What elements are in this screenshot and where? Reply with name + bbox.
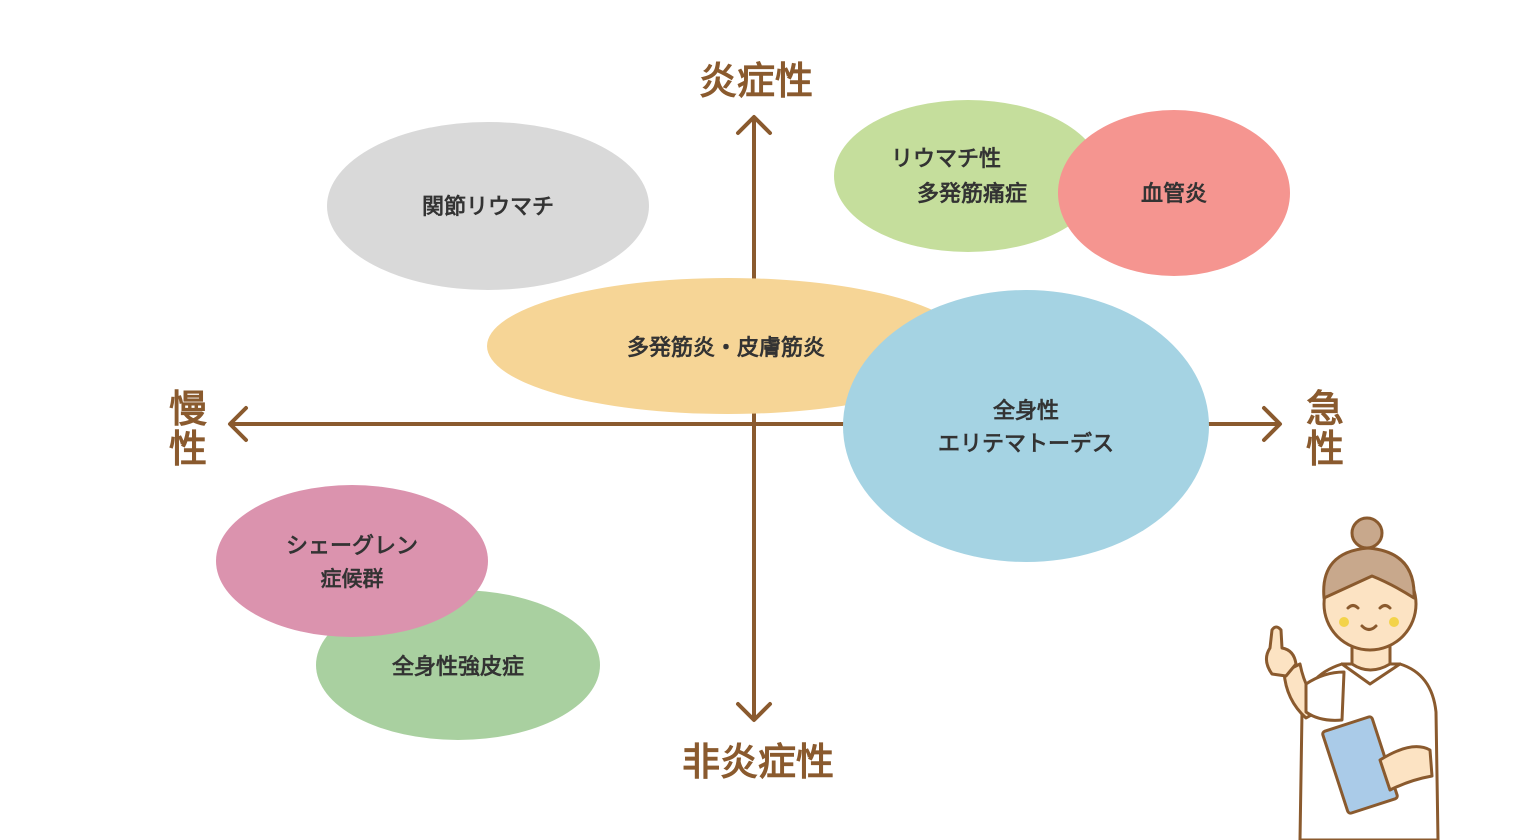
axis-label-non-inflammatory: 非炎症性 <box>682 740 834 784</box>
bubble-sjogren <box>216 485 488 637</box>
label-pmr-line2: 多発筋痛症 <box>917 181 1027 207</box>
arrow-down-icon <box>736 702 772 722</box>
axis-label-inflammatory: 炎症性 <box>699 59 813 103</box>
nurse-illustration <box>1265 516 1440 840</box>
bubble-vasculitis <box>1058 110 1290 276</box>
arrow-right-icon <box>1262 406 1282 442</box>
label-rheumatic-fever: 関節リウマチ <box>422 194 554 220</box>
label-sjogren-line2: 症候群 <box>321 567 384 591</box>
label-sle-line2: エリテマトーデス <box>938 431 1114 457</box>
label-vasculitis: 血管炎 <box>1141 181 1207 207</box>
arrow-left-icon <box>228 406 248 442</box>
axis-label-acute-2: 性 <box>1306 427 1344 471</box>
label-sjogren-line1: シェーグレン <box>286 533 418 559</box>
bubble-rheumatic-fever <box>327 122 649 290</box>
label-sle-line1: 全身性 <box>992 398 1059 424</box>
axis-label-chronic-1: 慢 <box>169 387 208 431</box>
axis-label-acute-1: 急 <box>1306 387 1344 431</box>
bubble-polymyositis <box>487 278 969 414</box>
label-scleroderma: 全身性強皮症 <box>391 654 524 680</box>
axis-label-chronic-2: 性 <box>169 427 207 471</box>
bubble-pmr <box>834 100 1102 252</box>
bubble-sle <box>843 290 1209 562</box>
label-polymyositis: 多発筋炎・皮膚筋炎 <box>627 335 825 361</box>
label-pmr-line1: リウマチ性 <box>891 147 1001 172</box>
arrow-up-icon <box>736 115 772 135</box>
